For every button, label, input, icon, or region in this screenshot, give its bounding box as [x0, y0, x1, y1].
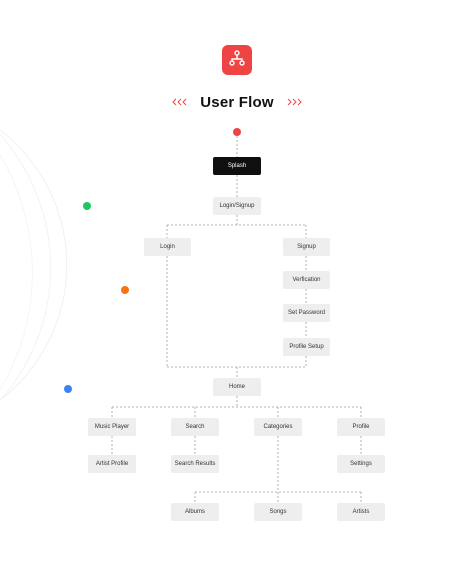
node-splash[interactable]: Splash [213, 157, 261, 175]
node-profile[interactable]: Profile [337, 418, 385, 436]
node-login[interactable]: Login [144, 238, 191, 256]
sitemap-icon [228, 49, 246, 72]
title-row: User Flow [0, 92, 474, 112]
node-verification[interactable]: Verfication [283, 271, 330, 289]
page-title: User Flow [200, 93, 274, 111]
node-categories[interactable]: Categories [254, 418, 302, 436]
node-search[interactable]: Search [171, 418, 219, 436]
node-albums[interactable]: Albums [171, 503, 219, 521]
node-login-signup[interactable]: Login/Signup [213, 197, 261, 215]
node-music-player[interactable]: Music Player [88, 418, 136, 436]
node-songs[interactable]: Songs [254, 503, 302, 521]
chevrons-left-icon [172, 98, 192, 106]
node-home[interactable]: Home [213, 378, 261, 396]
orange-dot [121, 286, 129, 294]
node-search-results[interactable]: Search Results [171, 455, 219, 473]
node-artists[interactable]: Artists [337, 503, 385, 521]
node-artist-profile[interactable]: Artist Profile [88, 455, 136, 473]
blue-dot [64, 385, 72, 393]
logo-badge [222, 45, 252, 75]
green-dot [83, 202, 91, 210]
start-dot [233, 128, 241, 136]
chevrons-right-icon [282, 98, 302, 106]
node-signup[interactable]: Signup [283, 238, 330, 256]
node-profile-setup[interactable]: Profile Setup [283, 338, 330, 356]
node-settings[interactable]: Settings [337, 455, 385, 473]
node-set-password[interactable]: Set Password [283, 304, 330, 322]
